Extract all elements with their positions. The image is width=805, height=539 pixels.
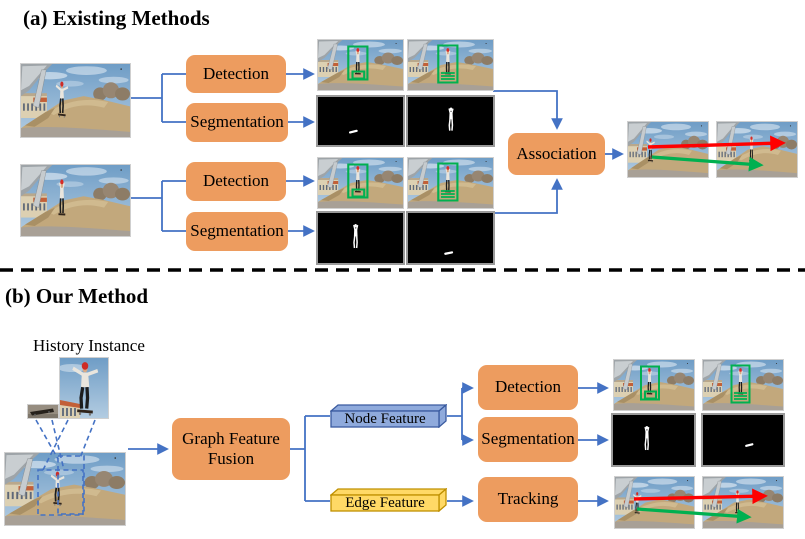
edge-feature-box: Edge Feature (330, 488, 447, 512)
segmentation-mask-1a (318, 97, 403, 145)
section-b-title: (b) Our Method (5, 284, 149, 308)
detection-output-2b (408, 158, 493, 208)
section-a-title: (a) Existing Methods (23, 6, 210, 30)
tracking-track-links (633, 488, 768, 524)
detection-output-2a (318, 158, 403, 208)
segmentation-mask-2a (318, 213, 403, 263)
node-feature-3d-shape (330, 404, 447, 428)
tracking-box-b: Tracking (478, 477, 578, 522)
segmentation-mask-b1 (613, 415, 694, 465)
detection-output-1a (318, 40, 403, 90)
association-box: Association (508, 133, 605, 175)
node-feature-box: Node Feature (330, 404, 447, 428)
segmentation-box-2: Segmentation (186, 212, 288, 251)
track-link-green (636, 507, 752, 524)
track-link-red (633, 488, 768, 505)
segmentation-mask-b2 (703, 415, 783, 465)
association-track-links (647, 135, 786, 172)
graph-feature-fusion-box: Graph Feature Fusion (172, 418, 290, 480)
detection-output-b1 (614, 360, 694, 410)
connector-frame1-branch (130, 73, 186, 123)
detection-output-b2 (703, 360, 783, 410)
segmentation-box-b: Segmentation (478, 417, 578, 462)
detection-box-b: Detection (478, 365, 578, 410)
segmentation-mask-1b (408, 97, 493, 145)
current-frame-photo (5, 453, 125, 525)
history-instance-crop-person (60, 358, 108, 418)
edge-feature-label: Edge Feature (345, 495, 425, 511)
input-frame-1-photo (21, 64, 130, 137)
input-frame-2-photo (21, 165, 130, 236)
detection-box-2: Detection (186, 162, 286, 201)
arrow-top-to-association (493, 90, 563, 130)
edge-feature-3d-shape (330, 488, 447, 512)
arrow-bottom-to-association (493, 178, 563, 214)
detection-box-1: Detection (186, 55, 286, 93)
node-feature-label: Node Feature (344, 411, 426, 427)
segmentation-mask-2b (408, 213, 493, 263)
segmentation-box-1: Segmentation (186, 103, 288, 142)
detection-output-1b (408, 40, 493, 90)
history-instance-label: History Instance (33, 336, 145, 355)
association-result-pair (628, 122, 797, 177)
connector-frame2-branch (130, 180, 186, 232)
track-link-red (647, 135, 786, 152)
track-link-green (651, 155, 764, 172)
connector-node-branch (447, 388, 463, 440)
history-instance-crop-board (28, 405, 58, 418)
tracking-result-pair (614, 477, 783, 528)
